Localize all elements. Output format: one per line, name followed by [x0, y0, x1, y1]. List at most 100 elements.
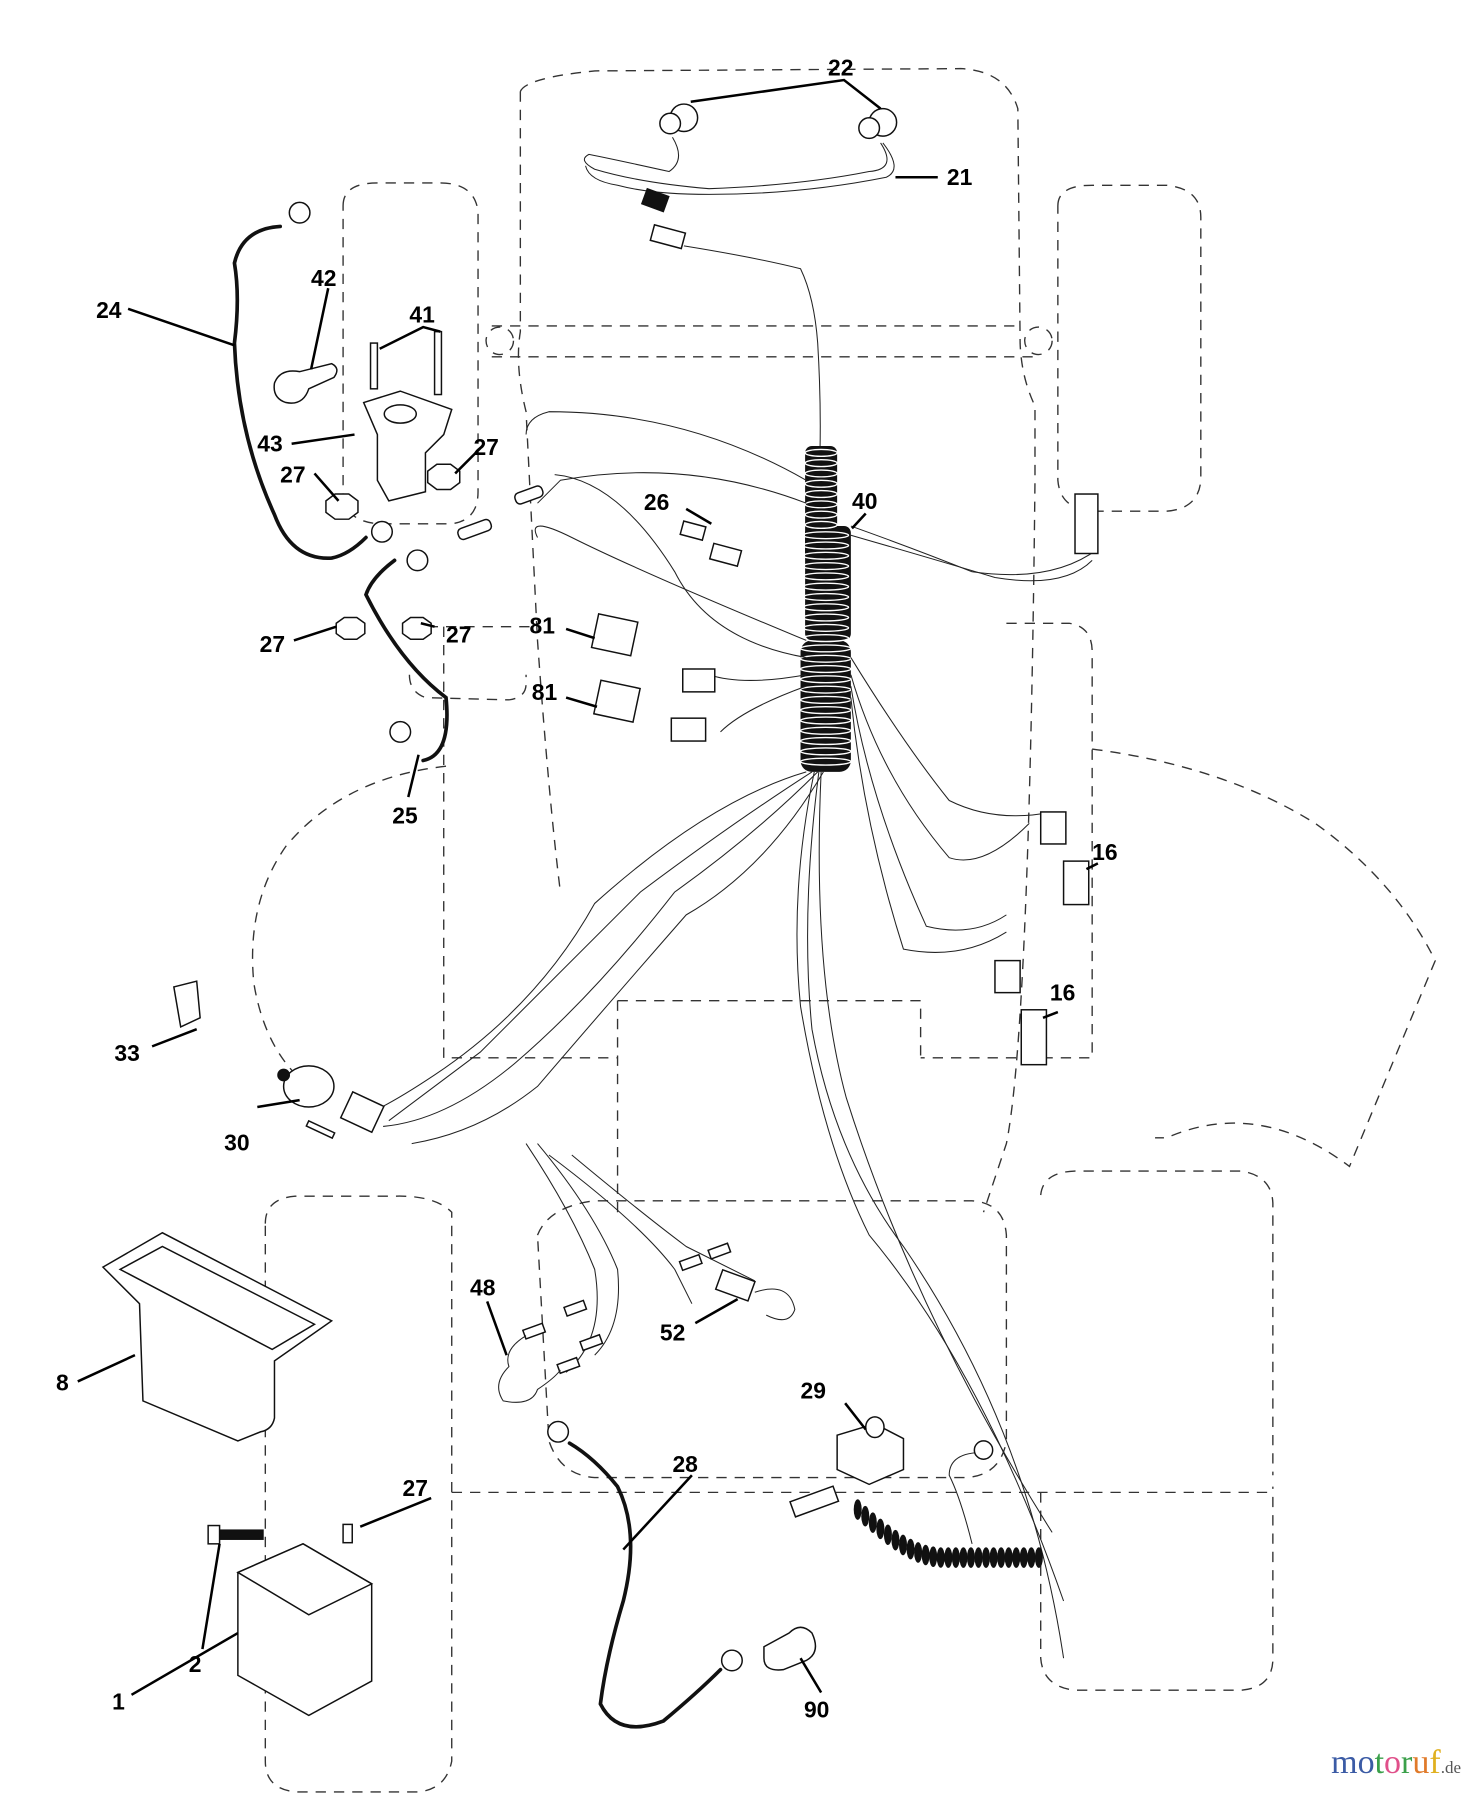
lead-group[interactable] [498, 1242, 796, 1403]
callout-81-b[interactable]: 81 [532, 679, 558, 705]
coil-ring [853, 1499, 862, 1520]
loom-ring [799, 716, 852, 725]
ground-cable-25 [363, 558, 449, 763]
ignition-group[interactable] [172, 980, 385, 1140]
loom-ring [804, 500, 838, 509]
callout-27-c[interactable]: 27 [260, 631, 285, 657]
headlight-assembly[interactable] [583, 103, 898, 452]
connector-16-upper [1039, 811, 1067, 845]
coil-ring [1019, 1547, 1028, 1568]
coil-ring [936, 1547, 945, 1568]
motoruf-watermark-logo[interactable]: motoruf.de [1331, 1744, 1461, 1782]
coil-ring [883, 1524, 892, 1546]
coil-ring [944, 1547, 953, 1568]
coil-ring [951, 1547, 960, 1568]
callout-26[interactable]: 26 [644, 489, 669, 515]
callout-42[interactable]: 42 [311, 265, 336, 291]
loom-ring [802, 582, 850, 591]
loom-ring [802, 561, 850, 571]
callout-24[interactable]: 24 [96, 297, 122, 323]
callout-16-a[interactable]: 16 [1092, 839, 1117, 865]
callout-21[interactable]: 21 [947, 164, 973, 190]
callout-33[interactable]: 33 [114, 1040, 139, 1066]
callout-1[interactable]: 1 [112, 1689, 125, 1715]
bolt-41-right [433, 330, 443, 396]
nut-27-e [342, 1523, 353, 1544]
callout-2[interactable]: 2 [189, 1651, 202, 1677]
logo-letter: m [1331, 1744, 1358, 1781]
loom-ring [804, 459, 838, 468]
logo-letter: r [1401, 1744, 1413, 1781]
relay-group[interactable] [590, 493, 1099, 742]
battery-group[interactable] [101, 1231, 374, 1717]
callout-41[interactable]: 41 [409, 301, 435, 327]
hood-outline [519, 67, 1036, 1213]
terminal-48-d [556, 1356, 581, 1375]
ground-ring [973, 1440, 994, 1460]
callout-16-b[interactable]: 16 [1050, 980, 1075, 1006]
loom-ring [799, 736, 852, 746]
coil-ring [1034, 1547, 1043, 1568]
callout-27-e[interactable]: 27 [403, 1475, 428, 1501]
callout-48[interactable]: 48 [470, 1275, 496, 1301]
switch-16-upper [1062, 860, 1090, 906]
callout-90[interactable]: 90 [804, 1697, 829, 1723]
coil-ring [929, 1546, 938, 1568]
terminal-48-b [563, 1299, 588, 1318]
logo-letter: o [1384, 1744, 1402, 1781]
logo-letter: u [1412, 1744, 1430, 1781]
coil-ring [876, 1518, 885, 1540]
coil-ring [891, 1529, 900, 1551]
loom-ring [804, 448, 838, 457]
callout-28[interactable]: 28 [672, 1451, 698, 1477]
callout-27-d[interactable]: 27 [446, 622, 471, 648]
cable-28-ring-bottom [720, 1649, 743, 1672]
loom-rings [799, 448, 852, 766]
callout-25[interactable]: 25 [392, 802, 418, 828]
coil-ring [868, 1512, 877, 1533]
callout-22[interactable]: 22 [828, 54, 853, 80]
loom-ring [799, 654, 852, 663]
callout-43[interactable]: 43 [257, 431, 282, 457]
coil-ring [966, 1547, 975, 1568]
terminal-boot-42 [273, 362, 338, 404]
callout-27-a[interactable]: 27 [280, 462, 305, 488]
logo-letter: o [1357, 1744, 1375, 1781]
battery-box-inner [118, 1245, 317, 1351]
headlight-connector [640, 187, 670, 213]
rear-group[interactable] [547, 1416, 1043, 1729]
loom-ring [799, 757, 852, 766]
cable-25-ring-top [406, 549, 429, 572]
callout-52[interactable]: 52 [660, 1319, 685, 1345]
relay-81-lower [592, 679, 641, 723]
callout-81-a[interactable]: 81 [530, 613, 556, 639]
pivot-left [485, 326, 515, 356]
leader-lines [77, 78, 1099, 1696]
fuse-holder-left [457, 518, 493, 541]
switch-group[interactable] [994, 811, 1090, 1066]
headlight-socket-right [858, 117, 881, 140]
solenoid-top [383, 404, 418, 424]
coil-ring [921, 1544, 930, 1566]
battery-top [236, 1543, 374, 1616]
loom-ring [802, 541, 850, 550]
callout-30[interactable]: 30 [224, 1129, 249, 1155]
solenoid-group[interactable] [232, 201, 544, 763]
loom-ring [802, 551, 850, 560]
terminal-52-b [707, 1242, 732, 1260]
terminal-48-c [579, 1333, 604, 1352]
switch-16-lower [1020, 1009, 1048, 1066]
loom-ring [802, 603, 850, 612]
cable-24-ring-top [288, 201, 311, 224]
callout-27-b[interactable]: 27 [473, 434, 498, 460]
wire-loom[interactable] [799, 445, 852, 772]
ground-ring-lead [948, 1451, 984, 1544]
rear-deck [616, 999, 922, 1213]
callout-40[interactable]: 40 [852, 488, 877, 514]
nut-27-c [335, 616, 366, 641]
pivot-right [1024, 326, 1053, 356]
callout-29[interactable]: 29 [801, 1378, 826, 1404]
callout-8[interactable]: 8 [56, 1370, 69, 1396]
loom-ring [799, 675, 852, 684]
